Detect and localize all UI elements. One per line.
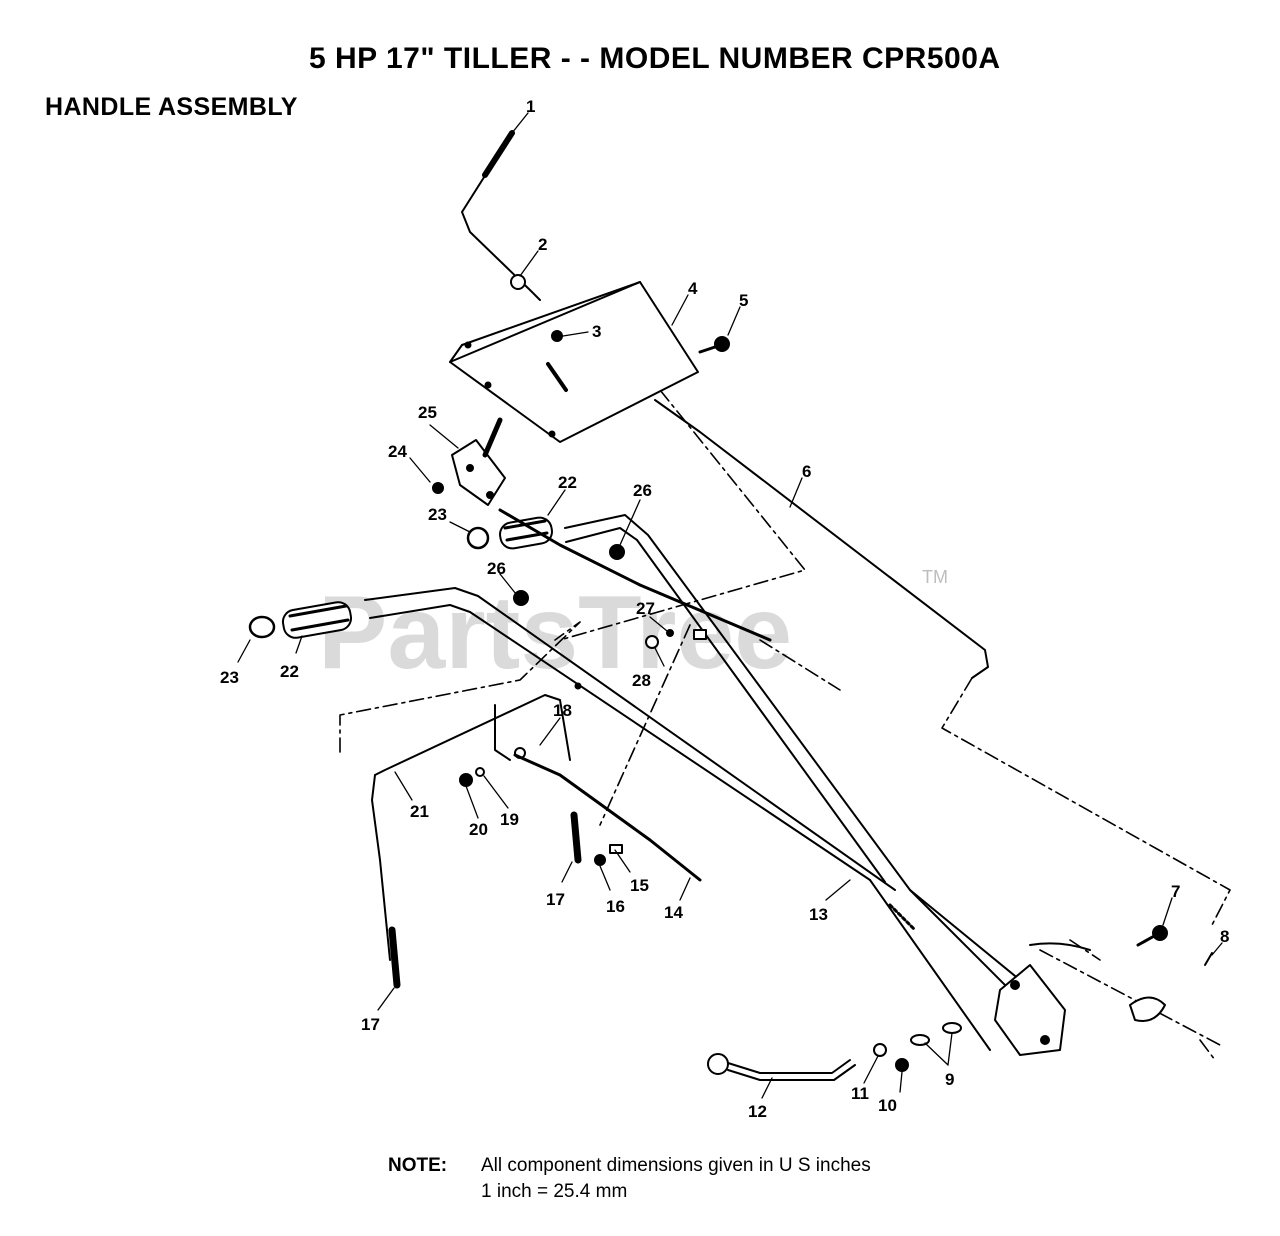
washer (475, 767, 485, 777)
upper-handle-grip (499, 516, 553, 550)
note-dimensions-text: All component dimensions given in U S in… (481, 1155, 871, 1176)
control-bracket (451, 417, 506, 506)
callout-17-clutch: 17 (546, 890, 565, 909)
callout-22-left: 22 (280, 662, 299, 681)
shift-lever (707, 1053, 856, 1081)
callout-7: 7 (1171, 882, 1180, 901)
handle-nut-left (513, 590, 529, 606)
left-handle-grip (281, 601, 353, 639)
callout-18: 18 (553, 701, 572, 720)
rod-nut (510, 274, 526, 290)
left-grip-cap (248, 615, 276, 639)
callout-24: 24 (388, 442, 407, 461)
shift-lever-rod (461, 130, 541, 301)
bracket-nut (432, 482, 444, 494)
callout-4: 4 (688, 279, 698, 298)
callout-6: 6 (802, 462, 811, 481)
panel-bolt (698, 336, 730, 354)
callout-17-lower: 17 (361, 1015, 380, 1034)
callout-5: 5 (739, 291, 748, 310)
leader-lines (237, 112, 1223, 1099)
clutch-lever-rod (371, 694, 571, 961)
callout-labels: 1 2 3 4 5 6 7 8 9 10 11 12 13 14 15 16 1… (220, 97, 1229, 1121)
panel-screw (551, 330, 563, 342)
upper-grip-cap (466, 526, 490, 550)
callout-9: 9 (945, 1070, 954, 1089)
watermark-trademark: TM (922, 567, 948, 587)
callout-23-upper: 23 (428, 505, 447, 524)
spring-washer (910, 1034, 930, 1046)
handle-nut-upper (609, 544, 625, 560)
handle-bolt (666, 629, 674, 637)
callout-10: 10 (878, 1096, 897, 1115)
callout-1: 1 (526, 97, 535, 116)
housing-linkage (1129, 996, 1166, 1022)
callout-14: 14 (664, 903, 683, 922)
watermark: PartsTree (318, 575, 792, 691)
callout-21: 21 (410, 802, 429, 821)
callout-3: 3 (592, 322, 601, 341)
upper-control-cable (498, 508, 772, 642)
lower-spring (388, 926, 401, 989)
callout-26-left: 26 (487, 559, 506, 578)
handle-mount-housing (994, 942, 1091, 1056)
lower-control-cable (513, 753, 702, 882)
callout-19: 19 (500, 810, 519, 829)
lever-washer (873, 1043, 887, 1057)
callout-20: 20 (469, 820, 488, 839)
callout-16: 16 (606, 897, 625, 916)
lever-locknut (895, 1058, 909, 1072)
handle-nut (645, 635, 659, 649)
note-conversion-text: 1 inch = 25.4 mm (481, 1181, 628, 1202)
page-title: 5 HP 17" TILLER - - MODEL NUMBER CPR500A (309, 42, 1001, 75)
cable-screw (594, 854, 606, 866)
housing-bolt (1136, 925, 1168, 947)
note-label: NOTE: (388, 1155, 448, 1176)
cotter-pin (1204, 952, 1213, 966)
callout-12: 12 (748, 1102, 767, 1121)
callout-15: 15 (630, 876, 649, 895)
callout-22-upper: 22 (558, 473, 577, 492)
spring-washer-2 (942, 1022, 962, 1034)
tiller-body-outline (339, 389, 1231, 1061)
main-handle-tube (364, 514, 1041, 1051)
callout-26-upper: 26 (633, 481, 652, 500)
callout-27: 27 (636, 599, 655, 618)
callout-8: 8 (1220, 927, 1229, 946)
callout-11: 11 (851, 1084, 869, 1103)
lever-nut (459, 773, 473, 787)
long-shift-rod (654, 399, 989, 679)
callout-13: 13 (809, 905, 828, 924)
callout-2: 2 (538, 235, 547, 254)
callout-25: 25 (418, 403, 437, 422)
section-subtitle: HANDLE ASSEMBLY (45, 93, 298, 121)
callout-28: 28 (632, 671, 651, 690)
cable-clamp (609, 844, 623, 854)
handle-panel (449, 281, 699, 443)
handle-clip (693, 629, 707, 640)
callout-23-left: 23 (220, 668, 239, 687)
clutch-spring (570, 811, 582, 864)
